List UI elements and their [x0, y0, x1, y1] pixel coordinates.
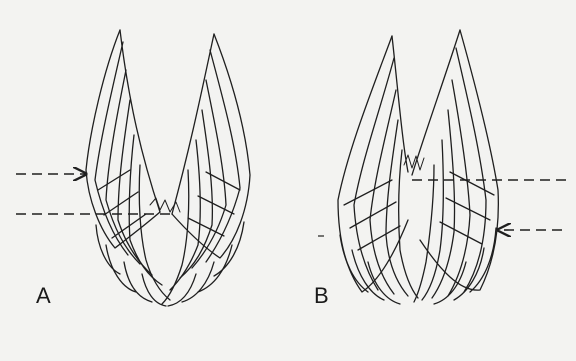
panel-label-a: A — [36, 283, 51, 309]
wing-b-right — [412, 30, 498, 304]
indicator-lines-b — [412, 180, 566, 230]
wing-pair-b — [338, 30, 498, 304]
wing-a-left — [86, 30, 170, 306]
wing-b-left — [338, 36, 418, 304]
wing-a-right — [162, 34, 250, 306]
wing-pair-a — [86, 30, 250, 306]
panel-label-b: B — [314, 283, 329, 309]
